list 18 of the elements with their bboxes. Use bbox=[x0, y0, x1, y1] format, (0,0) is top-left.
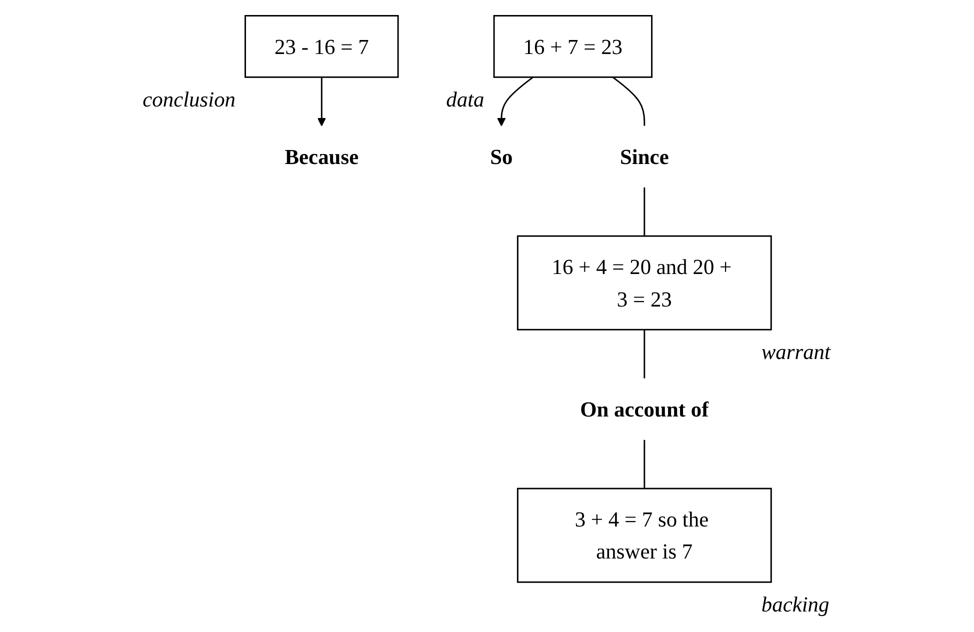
role-caption: conclusion bbox=[142, 87, 236, 112]
role-caption: warrant bbox=[761, 340, 830, 364]
role-caption: backing bbox=[761, 592, 830, 616]
node-box: 23 - 16 = 7 bbox=[244, 15, 399, 78]
node-text: On account of bbox=[580, 396, 709, 422]
role-caption: data bbox=[446, 87, 484, 112]
arrow bbox=[497, 76, 534, 126]
node-text: Since bbox=[620, 144, 669, 169]
node-box: 3 + 4 = 7 so the answer is 7 bbox=[516, 488, 772, 583]
arrow bbox=[317, 77, 326, 126]
connector bbox=[644, 187, 646, 236]
node-text: So bbox=[490, 144, 513, 169]
connector bbox=[612, 76, 646, 126]
node-box: 16 + 7 = 23 bbox=[493, 15, 653, 78]
node-text: Because bbox=[284, 144, 359, 169]
connector bbox=[644, 440, 646, 489]
node-box: 16 + 4 = 20 and 20 + 3 = 23 bbox=[516, 235, 772, 330]
connector bbox=[644, 330, 646, 378]
